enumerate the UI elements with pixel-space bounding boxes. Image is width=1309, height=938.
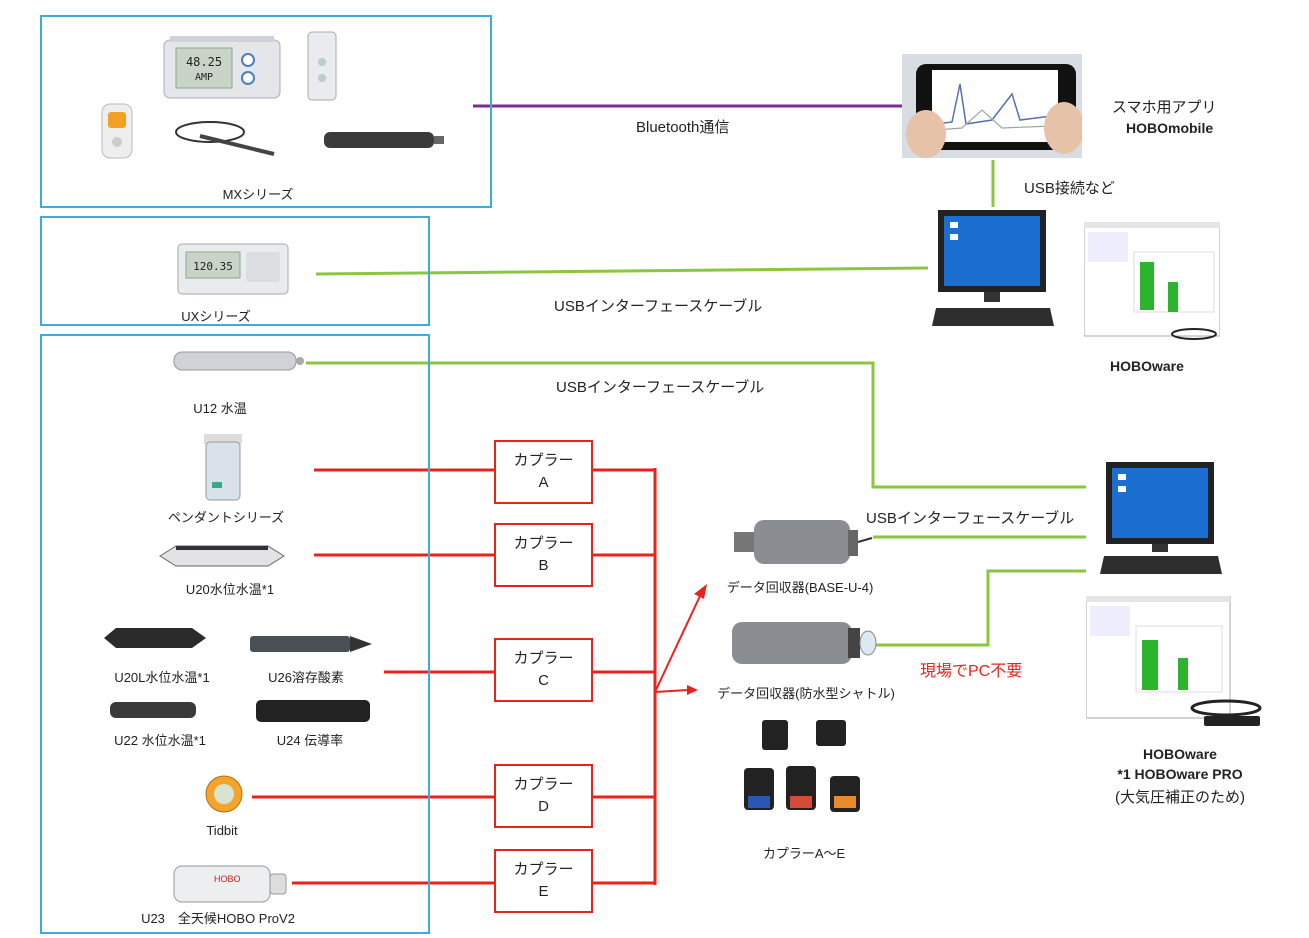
u23-logger: HOBO — [170, 862, 290, 906]
arrow-to-base — [654, 595, 701, 693]
shuttle-label: データ回収器(防水型シャトル) — [717, 686, 895, 701]
u26-label: U26溶存酸素 — [268, 670, 344, 685]
coupler-adapters-label: カプラーA～E — [762, 846, 846, 861]
svg-text:HOBO: HOBO — [214, 874, 241, 884]
u24-logger — [254, 696, 374, 726]
u22-label: U22 水位水温*1 — [114, 733, 206, 748]
ux-logger: 120.35 — [176, 238, 290, 298]
usb-u12-line — [306, 361, 1086, 489]
usb-cable-ux-label: USBインターフェースケーブル — [554, 298, 763, 315]
u12-logger — [172, 348, 306, 374]
pc-top — [930, 208, 1056, 328]
u12-label: U12 水温 — [193, 401, 247, 416]
arrow-to-shuttle — [654, 689, 689, 693]
u23-label: U23 全天候HOBO ProV2 — [141, 911, 295, 926]
smartphone-hobomobile — [902, 54, 1084, 158]
mx-series-box — [40, 15, 492, 208]
mx-series-label: MXシリーズ — [222, 187, 294, 202]
hoboware-screenshot-bottom — [1085, 595, 1264, 726]
pendant-label: ペンダントシリーズ — [167, 510, 285, 525]
app-label-2: HOBOmobile — [1126, 120, 1214, 136]
coupler-adapters — [740, 716, 868, 822]
mx-display-value: 48.25 — [186, 55, 222, 69]
mx-water-logger — [322, 128, 446, 152]
ux-series-label: UXシリーズ — [181, 309, 251, 324]
hoboware-bottom-label-1: HOBOware — [1143, 746, 1217, 762]
u26-logger — [248, 632, 376, 656]
base-u-4-reader — [734, 512, 874, 568]
u20l-label: U20L水位水温*1 — [114, 670, 210, 685]
waterproof-shuttle — [728, 618, 878, 668]
u20-logger — [156, 542, 288, 570]
mx-display-unit: AMP — [195, 72, 213, 83]
hoboware-bottom-label-3: (大気圧補正のため) — [1115, 789, 1245, 806]
app-label-1: スマホ用アプリ — [1112, 99, 1217, 116]
mx-display-logger: 48.25 AMP — [162, 36, 282, 102]
usb-cable-u12-label: USBインターフェースケーブル — [556, 379, 765, 396]
pc-bottom — [1098, 460, 1224, 576]
no-pc-label: 現場でPC不要 — [920, 663, 1023, 680]
mx-pendant-logger — [96, 100, 138, 162]
shuttle-pc-line — [874, 569, 1086, 647]
tidbit-label: Tidbit — [206, 823, 238, 838]
tidbit-logger — [204, 770, 244, 816]
pendant-logger — [200, 432, 246, 502]
base-reader-label: データ回収器(BASE-U-4) — [726, 580, 874, 595]
water-loggers-box — [40, 334, 430, 934]
ux-display-value: 120.35 — [193, 260, 233, 273]
u20l-logger — [100, 624, 210, 652]
u20-label: U20水位水温*1 — [185, 582, 275, 597]
usb-ux-line — [315, 266, 929, 276]
mx-probe-cable — [170, 116, 290, 160]
usb-etc-label: USB接続など — [1024, 180, 1115, 197]
bluetooth-label: Bluetooth通信 — [636, 119, 730, 136]
usb-cable-base-label: USBインターフェースケーブル — [866, 510, 1075, 527]
u22-logger — [108, 698, 198, 722]
mx-temp-logger — [304, 30, 340, 102]
hoboware-bottom-label-2: *1 HOBOware PRO — [1117, 766, 1243, 782]
ux-series-box — [40, 216, 430, 326]
u24-label: U24 伝導率 — [276, 733, 344, 748]
hoboware-screenshot-top — [1083, 221, 1221, 342]
hoboware-top-label: HOBOware — [1110, 358, 1184, 374]
